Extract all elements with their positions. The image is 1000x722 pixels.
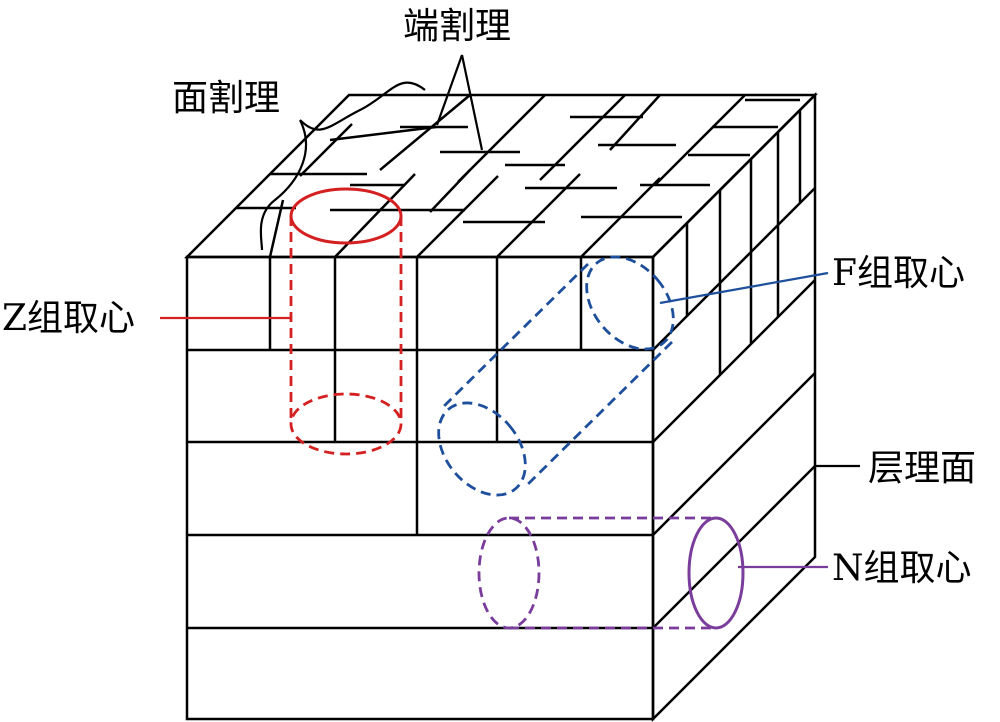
label-bedding-plane: 层理面 xyxy=(868,448,976,489)
n-core xyxy=(477,516,745,630)
label-face-cleat: 面割理 xyxy=(172,78,280,119)
z-core xyxy=(289,187,403,456)
label-z-core: Z组取心 xyxy=(2,298,135,339)
label-n-core: N组取心 xyxy=(832,548,972,589)
label-f-core: F组取心 xyxy=(832,253,965,294)
side-face xyxy=(651,91,817,722)
leader-lines xyxy=(160,54,860,569)
f-core xyxy=(437,255,675,497)
front-face xyxy=(185,255,655,721)
top-face xyxy=(183,93,819,259)
label-end-cleat: 端割理 xyxy=(403,6,511,47)
